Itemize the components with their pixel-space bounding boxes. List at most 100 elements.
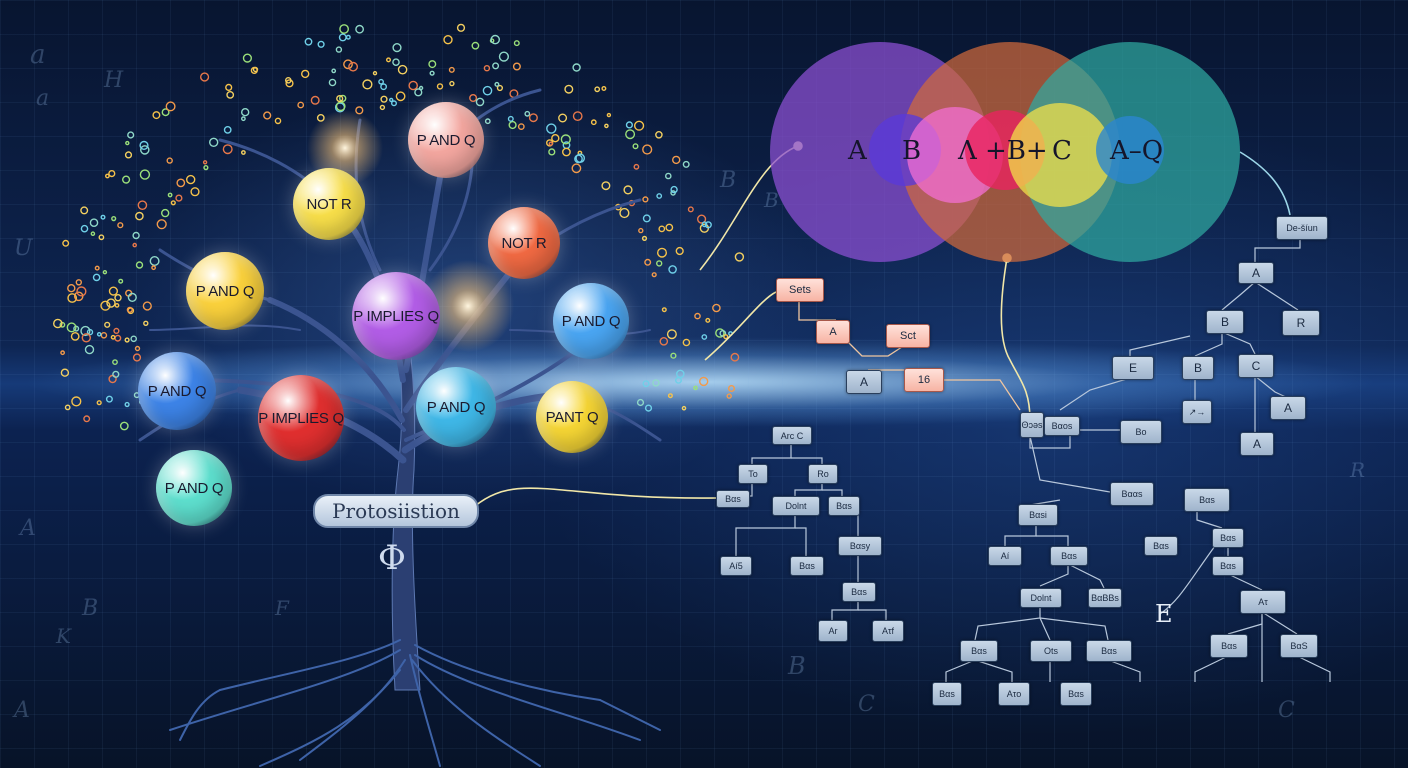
orbit-dot bbox=[604, 123, 609, 129]
orbit-dot bbox=[443, 35, 453, 45]
orbit-dot bbox=[104, 321, 111, 328]
orbit-dot bbox=[386, 57, 392, 63]
orbit-dot bbox=[517, 123, 525, 131]
tree-node: Bαs bbox=[1184, 488, 1230, 512]
orbit-dot bbox=[112, 359, 118, 365]
orbit-dot bbox=[656, 193, 663, 199]
orbit-dot bbox=[380, 95, 388, 103]
orbit-dot bbox=[494, 81, 500, 87]
orbit-dot bbox=[659, 336, 669, 346]
tree-node: B bbox=[1182, 356, 1214, 380]
tree-node: To bbox=[738, 464, 768, 484]
orbit-dot bbox=[152, 111, 161, 120]
proposition-bubble: P AND Q bbox=[156, 450, 232, 526]
orbit-dot bbox=[492, 62, 500, 70]
orbit-dot bbox=[222, 144, 233, 155]
orbit-dot bbox=[471, 41, 480, 50]
proposition-bubble: P IMPLIES Q bbox=[258, 375, 344, 461]
orbit-dot bbox=[100, 214, 106, 220]
orbit-dot bbox=[392, 42, 402, 53]
orbit-dot bbox=[112, 370, 120, 378]
orbit-dot bbox=[483, 64, 491, 72]
orbit-dot bbox=[202, 160, 208, 165]
venn-label-abc: Λ +B+ bbox=[958, 136, 1048, 166]
tree-node: B bbox=[1206, 310, 1244, 334]
orbit-dot bbox=[548, 141, 553, 146]
background-glyph: A bbox=[14, 698, 30, 723]
orbit-dot bbox=[90, 231, 96, 236]
orbit-dot bbox=[657, 247, 668, 258]
orbit-dot bbox=[642, 380, 650, 388]
background-glyph: K bbox=[56, 624, 71, 648]
orbit-dot bbox=[176, 178, 186, 188]
orbit-dot bbox=[482, 85, 493, 96]
tree-node: Bααs bbox=[1110, 482, 1154, 506]
tree-node: Bαs bbox=[828, 496, 860, 516]
orbit-dot bbox=[625, 121, 634, 129]
orbit-dot bbox=[240, 107, 250, 117]
orbit-dot bbox=[642, 214, 651, 223]
orbit-dot bbox=[380, 83, 387, 91]
orbit-dot bbox=[166, 157, 173, 164]
orbit-dot bbox=[693, 385, 698, 391]
background-glyph: a bbox=[36, 86, 50, 111]
orbit-dot bbox=[62, 239, 70, 247]
orbit-dot bbox=[113, 327, 120, 335]
orbit-dot bbox=[661, 307, 667, 313]
orbit-dot bbox=[633, 120, 645, 131]
background-glyph: C bbox=[858, 692, 875, 717]
orbit-dot bbox=[449, 80, 455, 87]
sets-node: Sets bbox=[776, 278, 824, 302]
orbit-dot bbox=[339, 24, 349, 34]
orbit-dot bbox=[100, 300, 111, 311]
orbit-dot bbox=[143, 320, 149, 326]
orbit-dot bbox=[226, 91, 235, 99]
orbit-dot bbox=[114, 302, 120, 308]
tree-node: Aτf bbox=[872, 620, 904, 642]
orbit-dot bbox=[601, 181, 611, 191]
light-flare bbox=[422, 260, 514, 352]
orbit-dot bbox=[263, 111, 272, 120]
orbit-dot bbox=[67, 284, 76, 293]
orbit-dot bbox=[124, 401, 130, 408]
orbit-dot bbox=[66, 322, 77, 333]
tree-node: Dolnt bbox=[772, 496, 820, 516]
orbit-dot bbox=[80, 206, 89, 215]
label-e: E bbox=[1155, 600, 1173, 628]
venn-label-a: A bbox=[848, 136, 867, 166]
orbit-dot bbox=[362, 79, 373, 90]
orbit-dot bbox=[524, 110, 531, 117]
venn-label-a-q: A–Q bbox=[1110, 136, 1164, 166]
orbit-dots bbox=[53, 23, 745, 431]
orbit-dot bbox=[687, 206, 694, 213]
orbit-dot bbox=[408, 80, 419, 91]
orbit-dot bbox=[560, 134, 571, 145]
orbit-dot bbox=[285, 79, 294, 88]
orbit-dot bbox=[274, 117, 282, 125]
orbit-dot bbox=[644, 258, 652, 266]
orbit-dot bbox=[391, 100, 398, 107]
orbit-dot bbox=[705, 317, 711, 323]
orbit-dot bbox=[665, 223, 674, 232]
trunk-label: Protosiistion bbox=[313, 494, 479, 528]
orbit-dot bbox=[96, 400, 102, 406]
orbit-dot bbox=[699, 376, 709, 387]
orbit-dot bbox=[130, 335, 137, 343]
tree-node: Aτ bbox=[1240, 590, 1286, 614]
orbit-dot bbox=[110, 334, 116, 340]
background-glyph: B bbox=[764, 188, 779, 212]
orbit-dot bbox=[317, 40, 325, 48]
proposition-bubble: NOT R bbox=[488, 207, 560, 279]
tree-node: Bαs bbox=[842, 582, 876, 602]
tree-node: Bo bbox=[1120, 420, 1162, 444]
bubble-label: NOT R bbox=[501, 234, 547, 252]
orbit-dot bbox=[328, 78, 337, 87]
orbit-dot bbox=[546, 123, 557, 134]
orbit-dot bbox=[336, 94, 344, 103]
tree-node: Aí5 bbox=[720, 556, 752, 576]
orbit-dot bbox=[372, 70, 378, 76]
tree-node: C bbox=[1238, 354, 1274, 378]
orbit-dot bbox=[139, 169, 151, 180]
orbit-dot bbox=[414, 88, 423, 97]
